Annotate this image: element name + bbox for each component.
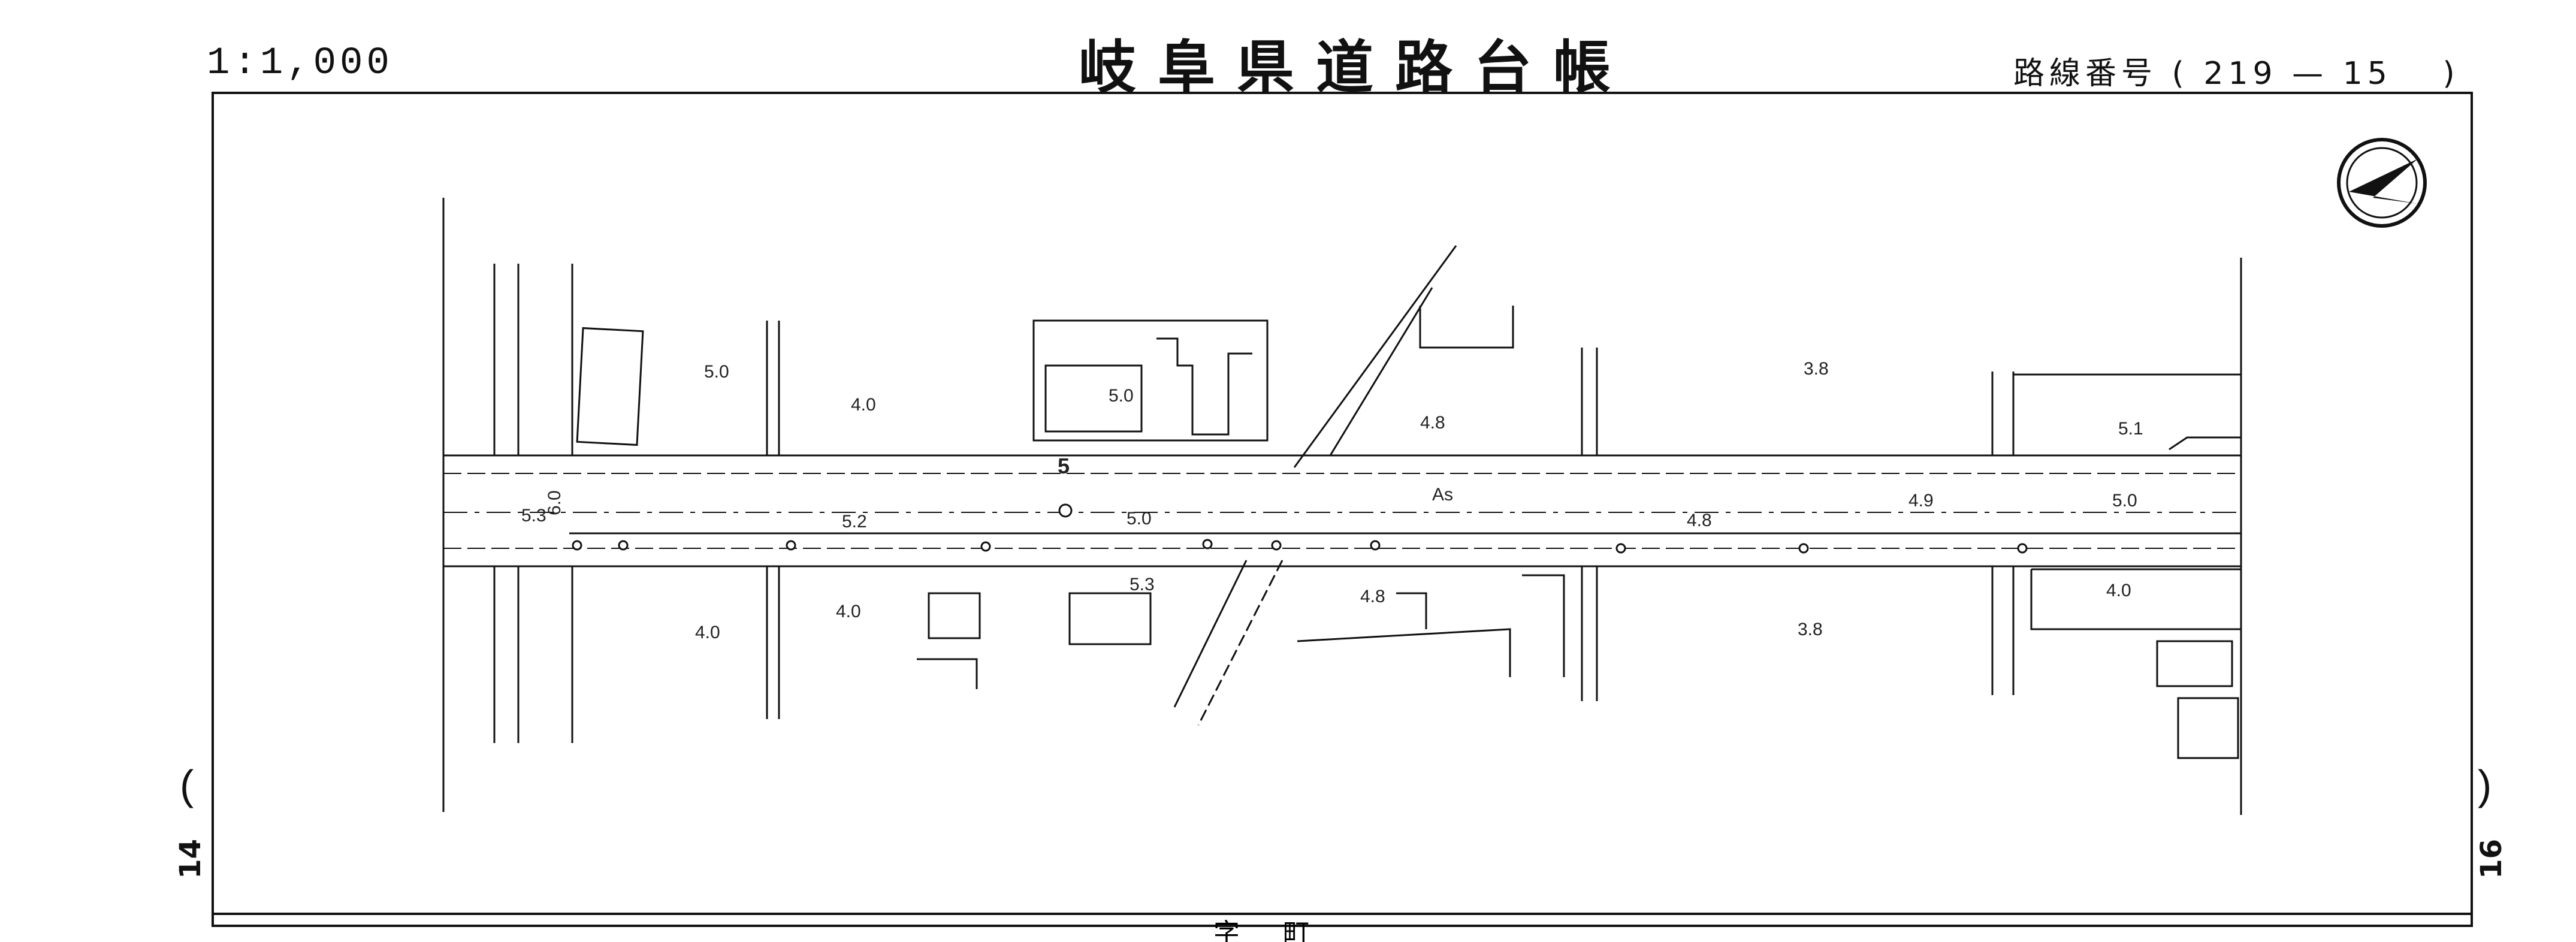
elevation-label: 5.0 <box>704 362 729 382</box>
page-title: 岐阜県道路台帳 <box>1079 34 1632 101</box>
route-dash: — <box>2292 56 2329 92</box>
route-number: 219 <box>2203 56 2278 92</box>
elevation-label: 4.0 <box>851 395 876 415</box>
route-number-label: 路線番号 ( 219 — 15 ) <box>2013 48 2460 93</box>
elevation-label: 4.0 <box>836 602 861 621</box>
elevation-label: 5.0 <box>2112 491 2137 511</box>
route-marker: 5 <box>1058 454 1070 478</box>
elevation-label: 4.0 <box>695 623 720 642</box>
map-scale: 1:1,000 <box>207 42 393 85</box>
main-road <box>443 454 2241 567</box>
cross-streets <box>766 321 2015 719</box>
elevation-label: 6.0 <box>545 490 564 515</box>
buildings <box>576 306 2242 759</box>
north-arrow-icon <box>2337 138 2427 228</box>
road-surface-label: As <box>1432 485 1453 505</box>
elevation-label: 5.3 <box>1130 575 1155 594</box>
elevation-label: 4.9 <box>1908 491 1934 511</box>
elevation-label: 4.8 <box>1360 587 1385 606</box>
utility-poles <box>572 503 2028 554</box>
elevation-label: 4.8 <box>1687 511 1712 530</box>
sheet-number: 15 <box>2342 56 2392 92</box>
elevation-label: 5.2 <box>842 512 867 532</box>
route-label: 路線番号 <box>2013 56 2158 92</box>
elevation-label: 5.0 <box>1109 386 1134 406</box>
elevation-label: 5.3 <box>521 506 546 526</box>
elevation-label: 3.8 <box>1804 359 1829 379</box>
map-frame <box>212 92 2473 927</box>
district-label: 字 町 <box>1213 918 1309 942</box>
elevation-label: 3.8 <box>1798 620 1823 639</box>
elevation-label: 5.0 <box>1127 509 1152 529</box>
elevation-label: 4.8 <box>1420 413 1445 433</box>
diagonal-road <box>1173 245 1457 726</box>
side-road-left <box>493 264 573 743</box>
elevation-label: 5.1 <box>2118 419 2143 439</box>
elevation-label: 4.0 <box>2106 581 2131 600</box>
